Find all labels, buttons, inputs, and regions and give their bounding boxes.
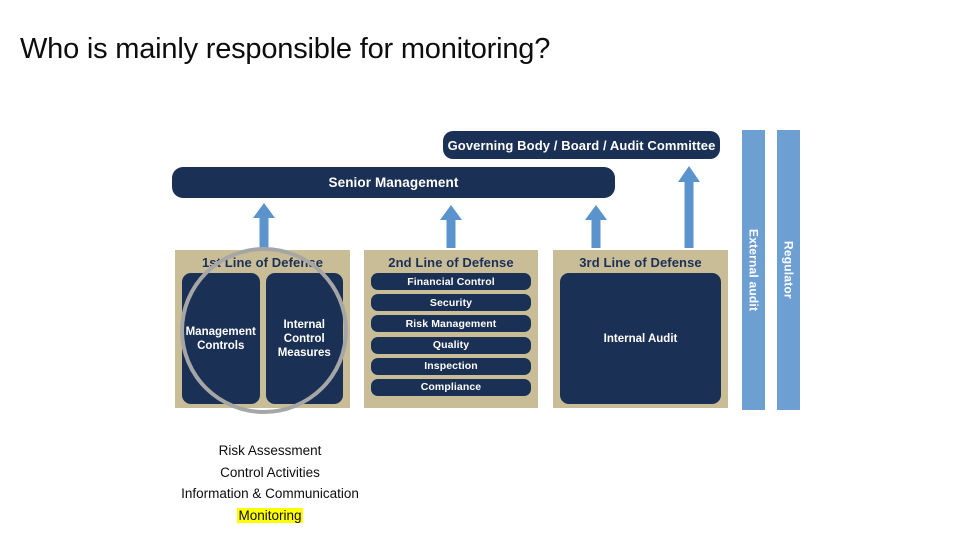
quality-box: Quality (371, 336, 531, 354)
arrow-second-line-to-senior-icon (437, 205, 465, 248)
coso-components-list: Risk Assessment Control Activities Infor… (60, 440, 480, 526)
security-box: Security (371, 294, 531, 312)
inspection-box: Inspection (371, 357, 531, 375)
external-audit-label: External audit (746, 228, 761, 312)
component-control-activities: Control Activities (220, 464, 320, 480)
regulator-bar: Regulator (777, 130, 800, 410)
component-information-communication: Information & Communication (181, 486, 359, 501)
component-monitoring-label: Monitoring (237, 507, 303, 523)
internal-audit-box: Internal Audit (560, 273, 721, 404)
component-monitoring: Monitoring (60, 505, 480, 527)
external-audit-bar: External audit (742, 130, 765, 410)
arrow-third-line-to-senior-icon (582, 205, 610, 248)
third-line-of-defense-column: 3rd Line of Defense Internal Audit (553, 250, 728, 408)
arrow-first-line-to-senior-icon (250, 203, 278, 248)
regulator-label: Regulator (781, 241, 796, 299)
arrow-third-line-to-board-icon (675, 166, 703, 248)
highlight-circle-annotation (180, 247, 348, 414)
risk-management-box: Risk Management (371, 315, 531, 333)
governing-body-box: Governing Body / Board / Audit Committee (443, 131, 720, 159)
senior-management-box: Senior Management (172, 167, 615, 198)
second-line-heading: 2nd Line of Defense (388, 255, 514, 270)
component-risk-assessment: Risk Assessment (218, 443, 322, 458)
page-title: Who is mainly responsible for monitoring… (20, 33, 551, 65)
second-line-of-defense-column: 2nd Line of Defense Financial Control Se… (364, 250, 538, 408)
compliance-box: Compliance (371, 378, 531, 396)
third-line-heading: 3rd Line of Defense (579, 255, 702, 270)
financial-control-box: Financial Control (371, 273, 531, 290)
